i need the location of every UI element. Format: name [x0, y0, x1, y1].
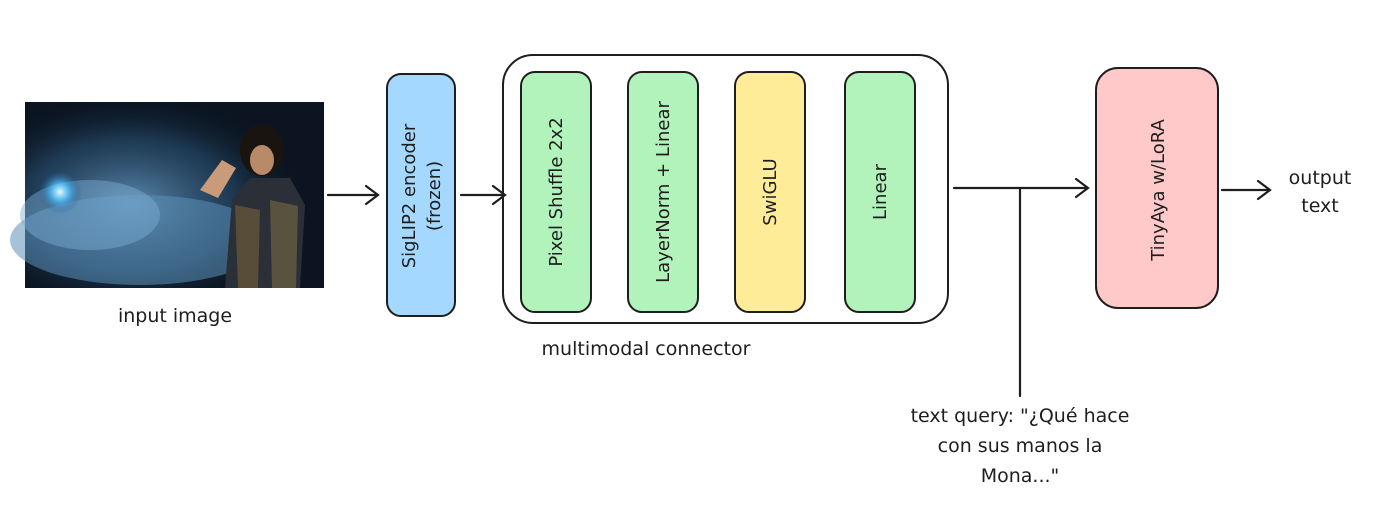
- connector-block-label: Linear: [870, 163, 891, 220]
- query-text-line1: text query: "¿Qué hace: [911, 405, 1130, 427]
- connector-block-label: SwiGLU: [760, 158, 781, 225]
- query-text-line3: Mona...": [981, 465, 1060, 487]
- arrow-llm-to-output: [1220, 179, 1272, 201]
- encoder-label-line2: (frozen): [424, 161, 445, 231]
- output-label-line1: output: [1289, 167, 1352, 189]
- encoder-block: SigLIP2 encoder (frozen): [386, 73, 456, 317]
- arrow-encoder-to-connector: [459, 184, 507, 206]
- input-image-label: input image: [118, 305, 232, 327]
- connector-block-pixel-shuffle: Pixel Shuffle 2x2: [520, 71, 592, 313]
- connector-block-layernorm-linear: LayerNorm + Linear: [627, 71, 699, 313]
- query-text-line2: con sus manos la: [938, 435, 1103, 457]
- output-label-line2: text: [1301, 195, 1339, 217]
- arrow-image-to-encoder: [326, 184, 380, 206]
- connector-block-linear: Linear: [844, 71, 916, 313]
- llm-label: TinyAya w/LoRA: [1148, 119, 1169, 262]
- connector-block-label: Pixel Shuffle 2x2: [546, 117, 567, 266]
- performer-figure: [200, 124, 305, 288]
- encoder-label-line1: SigLIP2 encoder: [399, 123, 420, 268]
- connector-block-label: LayerNorm + Linear: [653, 101, 674, 283]
- connector-label: multimodal connector: [542, 338, 751, 360]
- input-image: [10, 102, 324, 288]
- llm-block: TinyAya w/LoRA: [1095, 67, 1219, 309]
- connector-block-swiglu: SwiGLU: [734, 71, 806, 313]
- connector-container: [502, 54, 949, 324]
